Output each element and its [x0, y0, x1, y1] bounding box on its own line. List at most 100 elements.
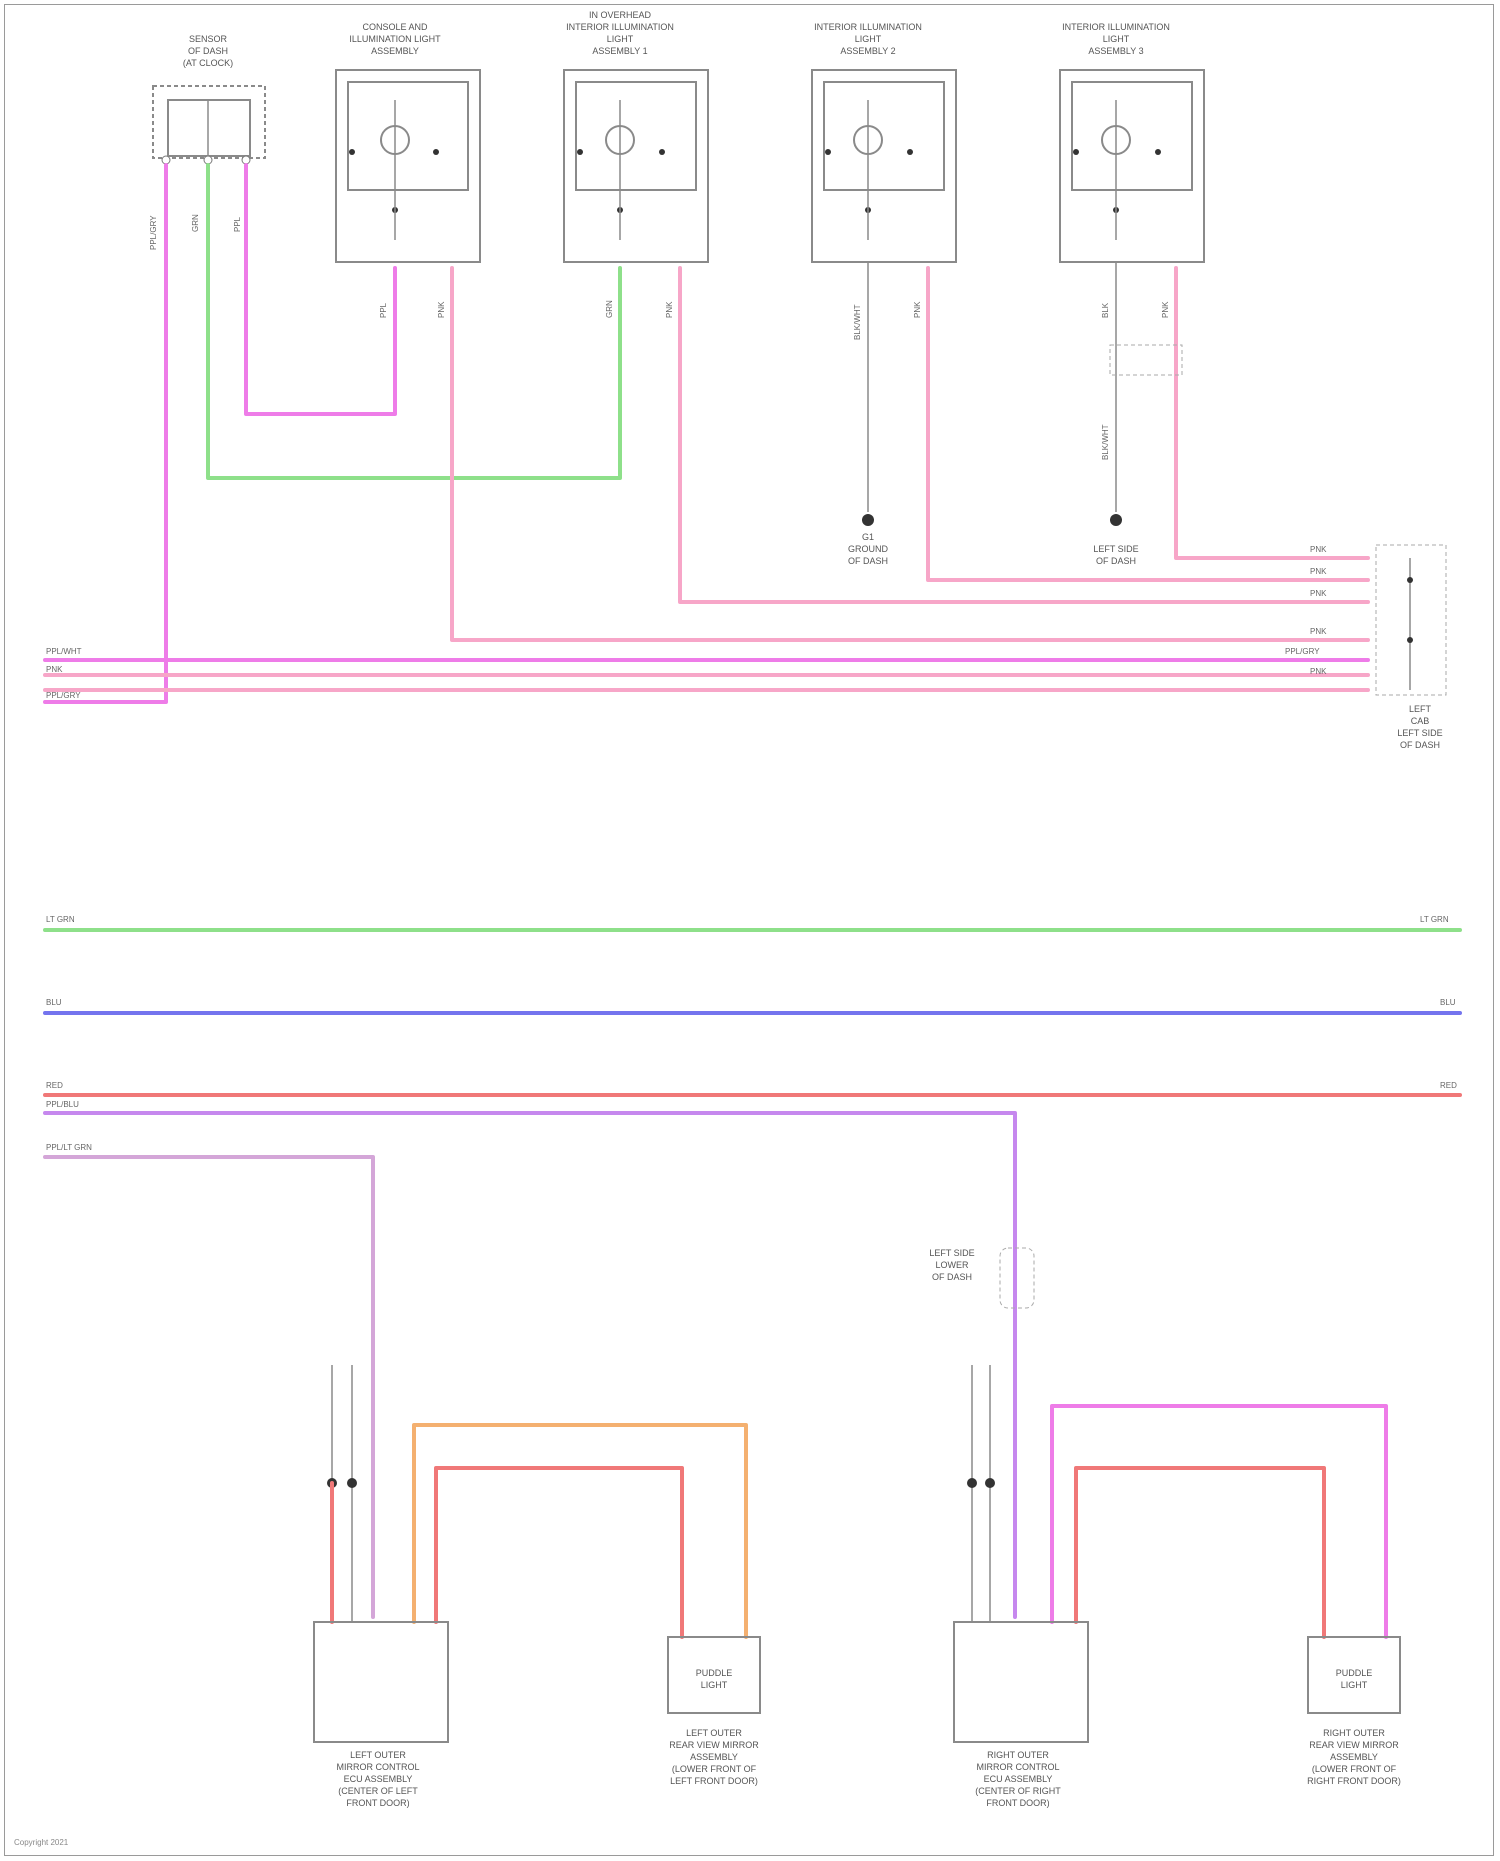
wire-label: PNK — [1310, 667, 1327, 676]
junction-connector: LEFT CAB LEFT SIDE OF DASH — [1376, 545, 1446, 750]
console-caption-1: CONSOLE AND — [362, 22, 428, 32]
int3-inner-box — [1072, 82, 1192, 190]
int1-node — [577, 149, 583, 155]
wire-label: BLU — [1440, 998, 1456, 1007]
console-outer-box — [336, 70, 480, 262]
wire-label: LT GRN — [46, 915, 75, 924]
wire-console-pnk — [452, 268, 1368, 640]
wire-lmirror-red — [436, 1468, 682, 1637]
wire-sensor-green — [208, 165, 620, 478]
llight-caption-3: ASSEMBLY — [690, 1752, 738, 1762]
left-mirror-control-module: LEFT OUTER MIRROR CONTROL ECU ASSEMBLY (… — [314, 1622, 448, 1808]
int3-outer-box — [1060, 70, 1204, 262]
int2-caption-2: LIGHT — [855, 34, 882, 44]
ground-g1-caption-1: G1 — [862, 532, 874, 542]
int1-node — [659, 149, 665, 155]
ground-g1-caption-3: OF DASH — [848, 556, 888, 566]
wire-label: PNK — [1161, 301, 1170, 318]
lpuddle-inner-2: LIGHT — [701, 1680, 728, 1690]
wire-rmirror-magenta — [1052, 1406, 1386, 1637]
wire-label: PNK — [913, 301, 922, 318]
rlight-caption-2: REAR VIEW MIRROR — [1309, 1740, 1399, 1750]
sensor-box — [153, 86, 265, 158]
wire-label: BLU — [46, 998, 62, 1007]
wire-label: PNK — [1310, 589, 1327, 598]
sensor-pin-2 — [204, 156, 212, 164]
copyright-footer: Copyright 2021 — [14, 1838, 68, 1847]
rmodule-caption-5: FRONT DOOR) — [986, 1798, 1049, 1808]
rlight-caption-1: RIGHT OUTER — [1323, 1728, 1385, 1738]
inline-caption-3: OF DASH — [932, 1272, 972, 1282]
wire-label: PPL/LT GRN — [46, 1143, 92, 1152]
rlight-caption-4: (LOWER FRONT OF — [1312, 1764, 1397, 1774]
int3-caption-3: ASSEMBLY 3 — [1088, 46, 1143, 56]
vertical-wire-labels: PPL/GRY GRN PPL PPL PNK GRN PNK BLK/WHT … — [149, 214, 1170, 460]
rlight-caption-5: RIGHT FRONT DOOR) — [1307, 1776, 1401, 1786]
right-mirror-control-module: RIGHT OUTER MIRROR CONTROL ECU ASSEMBLY … — [954, 1622, 1088, 1808]
sensor-component: SENSOR OF DASH (AT CLOCK) — [153, 34, 265, 164]
wire-label: PPL/GRY — [1285, 647, 1320, 656]
interior-light-1-component: IN OVERHEAD INTERIOR ILLUMINATION LIGHT … — [564, 10, 708, 262]
inline-caption-2: LOWER — [935, 1260, 969, 1270]
wire-label: PPL/GRY — [149, 215, 158, 250]
int1-inner-box — [576, 82, 696, 190]
interior-light-3-component: INTERIOR ILLUMINATION LIGHT ASSEMBLY 3 — [1060, 22, 1204, 262]
int3-node — [1155, 149, 1161, 155]
rmodule-caption-2: MIRROR CONTROL — [977, 1762, 1060, 1772]
console-caption-3: ASSEMBLY — [371, 46, 419, 56]
int3-caption-1: INTERIOR ILLUMINATION — [1062, 22, 1170, 32]
int2-node — [907, 149, 913, 155]
int3-splice-box — [1110, 345, 1182, 375]
rmodule-caption-3: ECU ASSEMBLY — [984, 1774, 1053, 1784]
wire-label: PPL — [233, 216, 242, 232]
inline-caption-1: LEFT SIDE — [929, 1248, 974, 1258]
sensor-caption-2: OF DASH — [188, 46, 228, 56]
wire-lmirror-orange — [414, 1425, 746, 1637]
wire-sensor-pplgry — [45, 165, 166, 702]
lmodule-caption-2: MIRROR CONTROL — [337, 1762, 420, 1772]
wire-rmirror-red — [1076, 1468, 1324, 1637]
splice-node — [985, 1478, 995, 1488]
splice-node — [347, 1478, 357, 1488]
wire-label: RED — [1440, 1081, 1457, 1090]
wire-label: GRN — [191, 214, 200, 232]
wire-label: PNK — [1310, 627, 1327, 636]
sensor-caption-3: (AT CLOCK) — [183, 58, 233, 68]
wire-sensor-ppl — [246, 165, 395, 414]
int3-caption-2: LIGHT — [1103, 34, 1130, 44]
junction-caption-2: CAB — [1411, 716, 1430, 726]
int1-caption-1: IN OVERHEAD — [589, 10, 652, 20]
rpuddle-inner-2: LIGHT — [1341, 1680, 1368, 1690]
lmodule-caption-1: LEFT OUTER — [350, 1750, 406, 1760]
right-puddle-light: PUDDLE LIGHT RIGHT OUTER REAR VIEW MIRRO… — [1307, 1637, 1401, 1786]
wire-label: GRN — [605, 300, 614, 318]
rlight-caption-3: ASSEMBLY — [1330, 1752, 1378, 1762]
wire-label: PNK — [665, 301, 674, 318]
console-light-component: CONSOLE AND ILLUMINATION LIGHT ASSEMBLY — [336, 22, 480, 262]
int2-inner-box — [824, 82, 944, 190]
int1-caption-4: ASSEMBLY 1 — [592, 46, 647, 56]
junction-caption-3: LEFT SIDE — [1397, 728, 1442, 738]
llight-caption-4: (LOWER FRONT OF — [672, 1764, 757, 1774]
lmodule-caption-5: FRONT DOOR) — [346, 1798, 409, 1808]
sensor-pin-1 — [162, 156, 170, 164]
interior-light-2-component: INTERIOR ILLUMINATION LIGHT ASSEMBLY 2 — [812, 22, 956, 262]
int3-node — [1073, 149, 1079, 155]
wire-int1-pnk — [680, 268, 1368, 602]
bus-ppl-lt-grn — [45, 1157, 373, 1617]
llight-caption-2: REAR VIEW MIRROR — [669, 1740, 759, 1750]
sensor-pin-3 — [242, 156, 250, 164]
wire-label: BLK/WHT — [853, 304, 862, 340]
sensor-caption-1: SENSOR — [189, 34, 228, 44]
int2-caption-3: ASSEMBLY 2 — [840, 46, 895, 56]
junction-caption-1: LEFT — [1409, 704, 1432, 714]
bus-ppl-blu — [45, 1113, 1015, 1617]
wire-int3-pnk — [1176, 268, 1368, 558]
console-node — [349, 149, 355, 155]
wire-int2-pnk — [928, 268, 1368, 580]
splice-node — [967, 1478, 977, 1488]
sensor-inner-box — [168, 100, 250, 156]
wire-label: PPL/WHT — [46, 647, 82, 656]
rmodule-caption-4: (CENTER OF RIGHT — [975, 1786, 1061, 1796]
